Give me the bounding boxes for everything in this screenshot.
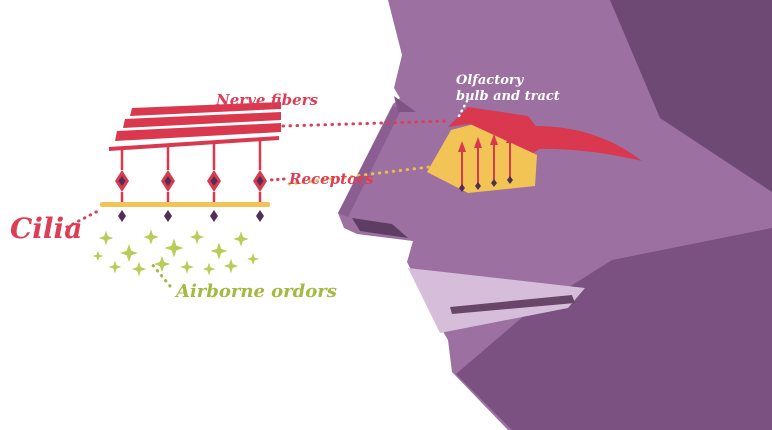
odor-arrowhead: [506, 132, 514, 143]
olfactory-organ: [427, 107, 642, 193]
odor-sparkle-icon: [92, 250, 104, 262]
head-shadow-top: [610, 0, 772, 192]
magnified-schematic: [92, 102, 281, 277]
epithelium-receptor-dots: [459, 176, 513, 192]
receptor-stems: [120, 192, 262, 202]
odor-sparkle-icon: [131, 261, 147, 277]
nerve-fiber-stripe: [115, 123, 281, 141]
labels: Nerve fibers Olfactory bulb and tract Re…: [10, 73, 560, 302]
odor-arrows: [461, 141, 511, 186]
epithelium-receptor-dot: [459, 184, 465, 192]
nerve-fiber-bundle: [109, 102, 281, 151]
olfactory-bulb-label-line1: Olfactory: [456, 73, 525, 88]
odor-arrowheads: [458, 132, 514, 152]
nerve-fibers-label: Nerve fibers: [215, 91, 318, 109]
nose-bridge-shade: [338, 106, 401, 217]
odor-sparkle-icon: [233, 231, 249, 247]
odor-sparkle-icon: [223, 258, 239, 274]
nerve-fiber-drop-lines: [120, 140, 262, 170]
cilia-line: [100, 202, 270, 207]
receptor-core: [118, 176, 126, 186]
odor-sparkle-icon: [210, 242, 228, 260]
odor-sparkle-icon: [180, 260, 194, 274]
receptor-core: [210, 176, 218, 186]
odor-sparkle-icon: [108, 260, 122, 274]
olfactory-bulb: [448, 107, 549, 153]
mouth-opening: [450, 295, 575, 314]
receptor-core: [256, 176, 264, 186]
leader-line-nerve-fibers: [281, 119, 450, 128]
receptor-core: [164, 176, 172, 186]
odor-arrowhead: [490, 134, 498, 145]
odor-sparkle-icon: [202, 262, 216, 276]
airborne-odors-label: Airborne ordors: [174, 281, 337, 302]
epithelium-receptor-dot: [491, 179, 497, 187]
odor-arrowhead: [474, 137, 482, 148]
olfactory-bulb-label-line2: bulb and tract: [456, 89, 560, 104]
receptors-row: [115, 170, 267, 192]
odor-sparkle-icon: [98, 230, 114, 246]
odor-sparkle-icon: [247, 253, 259, 265]
receptor-knobs: [118, 210, 264, 222]
odor-sparkle-icon: [143, 229, 159, 245]
leader-line-airborne: [149, 261, 172, 288]
odor-sparkle-icon: [120, 244, 138, 262]
nerve-fiber-stripe: [109, 136, 279, 151]
odor-arrowhead: [458, 141, 466, 152]
epithelium-receptor-dot: [507, 176, 513, 184]
lips: [408, 268, 585, 333]
odor-sparkle-icon: [189, 229, 205, 245]
leader-lines: [65, 99, 469, 288]
receptors-label: Receptors: [288, 170, 374, 188]
leader-line-receptors: [268, 177, 286, 182]
nerve-fiber-stripe: [130, 102, 281, 116]
receptor-knob: [164, 210, 172, 222]
nerve-fiber-stripe: [123, 112, 281, 128]
odor-sparkle-icon: [164, 238, 184, 258]
epithelium-receptor-dot: [475, 182, 481, 190]
neck-shadow: [456, 228, 772, 430]
brow-shade: [394, 96, 416, 112]
odor-sparkles: [92, 229, 259, 277]
leader-line-cilia: [65, 208, 102, 229]
receptor-knob: [210, 210, 218, 222]
face-profile: [338, 0, 772, 430]
receptor-knob: [256, 210, 264, 222]
nostril: [352, 218, 408, 238]
olfactory-tract: [533, 126, 642, 161]
receptor-knob: [118, 210, 126, 222]
cilia-label: Cilia: [10, 212, 82, 245]
